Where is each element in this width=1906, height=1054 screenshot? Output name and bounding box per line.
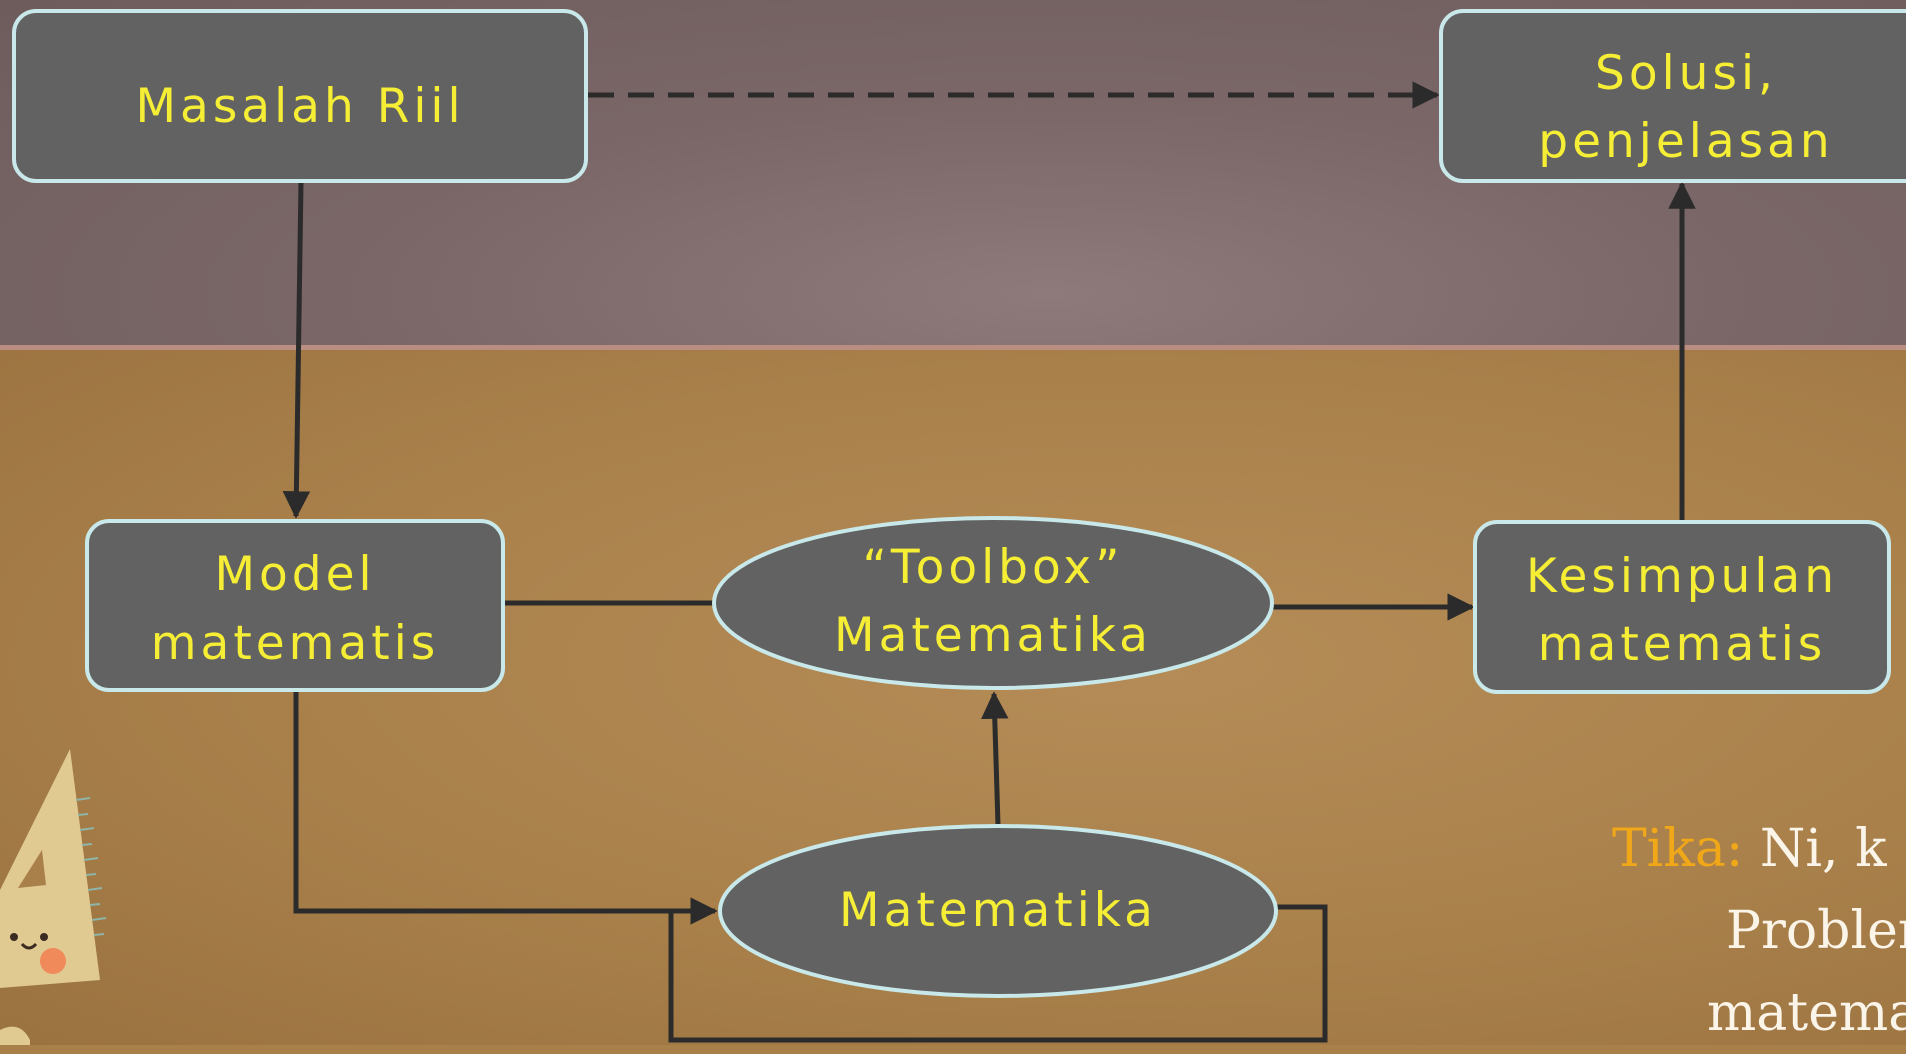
real-problem-text: Masalah Riil — [135, 78, 465, 134]
toolbox-line-2: Matematika — [834, 608, 1152, 663]
node-solution-label: Solusi, penjelasan — [1441, 23, 1906, 193]
toolbox-line-1: “Toolbox” — [862, 539, 1124, 595]
caption-line-3: matema — [1707, 983, 1906, 1043]
arrow-real-to-model — [282, 181, 311, 519]
conclusion-line-2: matematis — [1537, 617, 1827, 672]
node-real-problem-label: Masalah Riil — [14, 11, 586, 203]
node-real-problem — [12, 9, 588, 183]
background-divider — [0, 345, 1906, 350]
node-toolbox-label: “Toolbox” Matematika — [714, 517, 1272, 687]
arrow-model-to-math — [293, 690, 718, 925]
node-conclusion — [1473, 520, 1891, 694]
model-line-2: matematis — [150, 615, 440, 671]
solution-line-1: Solusi, — [1595, 45, 1777, 101]
model-line-1: Model — [214, 547, 376, 603]
node-toolbox — [712, 516, 1274, 690]
arrow-math-to-toolbox — [981, 691, 1009, 826]
triangle-ruler-mascot-icon — [0, 749, 107, 1045]
node-math — [718, 824, 1278, 998]
node-conclusion-label: Kesimpulan matematis — [1475, 526, 1889, 696]
math-feedback-loop — [668, 904, 1328, 1043]
conclusion-line-1: Kesimpulan — [1526, 548, 1838, 604]
node-model-label: Model matematis — [87, 525, 503, 694]
solution-line-2: penjelasan — [1538, 114, 1834, 169]
math-text: Matematika — [839, 882, 1157, 938]
node-solution — [1439, 9, 1906, 183]
caption-line-1-text: Ni, k — [1759, 819, 1887, 879]
caption-line-1: Tika: Ni, k — [1612, 808, 1906, 890]
node-model — [85, 519, 505, 692]
caption-speaker: Tika: — [1612, 819, 1744, 879]
node-math-label: Matematika — [720, 826, 1276, 996]
